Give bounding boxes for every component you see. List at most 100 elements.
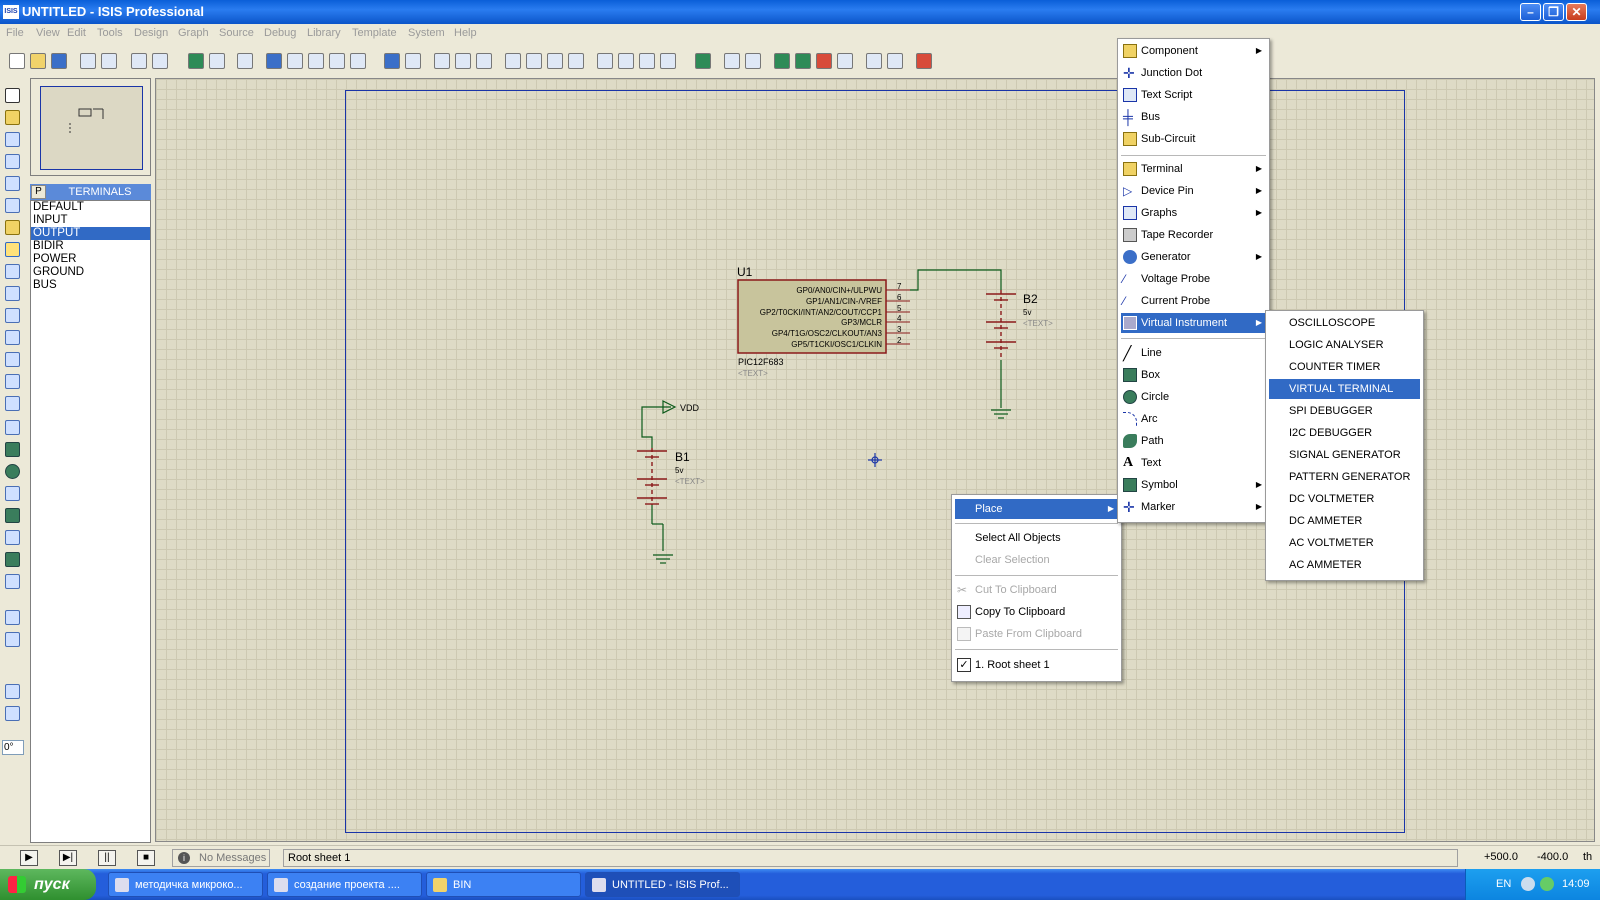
context-item-cut[interactable]: ✂ Cut To Clipboard — [955, 580, 1118, 600]
zoom-in-icon[interactable] — [287, 53, 303, 69]
overview-window[interactable] — [30, 78, 151, 176]
context-item-select-all[interactable]: Select All Objects — [955, 528, 1118, 548]
instrument-item-selected[interactable]: VIRTUAL TERMINAL — [1269, 379, 1420, 399]
language-indicator[interactable]: EN — [1496, 878, 1512, 890]
place-item-component[interactable]: Component▶ — [1121, 41, 1266, 61]
instrument-item[interactable]: PATTERN GENERATOR — [1269, 467, 1420, 487]
menu-help[interactable]: Help — [454, 27, 477, 39]
electrical-rules-icon[interactable] — [887, 53, 903, 69]
list-item[interactable]: POWER — [33, 253, 77, 265]
box-mode-icon[interactable] — [5, 442, 20, 457]
place-item-virtual-instrument[interactable]: Virtual Instrument▶ — [1121, 313, 1266, 333]
zoom-out-icon[interactable] — [308, 53, 324, 69]
packaging-icon[interactable] — [639, 53, 655, 69]
start-button[interactable]: пуск — [0, 869, 96, 900]
list-item[interactable]: INPUT — [33, 214, 68, 226]
taskbar-item[interactable]: создание проекта .... — [267, 872, 422, 897]
redraw-icon[interactable] — [188, 53, 204, 69]
menu-system[interactable]: System — [408, 27, 445, 39]
play-button[interactable]: ▶ — [20, 850, 38, 866]
export-icon[interactable] — [101, 53, 117, 69]
virtual-instrument-mode-icon[interactable] — [5, 396, 20, 411]
place-item-bus[interactable]: ╪Bus — [1121, 107, 1266, 127]
junction-dot-mode-icon[interactable] — [5, 132, 20, 147]
component-mode-icon[interactable] — [5, 110, 20, 125]
minimize-button[interactable]: – — [1520, 3, 1541, 21]
current-probe-mode-icon[interactable] — [5, 374, 20, 389]
list-item[interactable]: GROUND — [33, 266, 85, 278]
path-mode-icon[interactable] — [5, 508, 20, 523]
arc-mode-icon[interactable] — [5, 486, 20, 501]
copy-icon[interactable] — [455, 53, 471, 69]
menu-tools[interactable]: Tools — [97, 27, 123, 39]
context-item-place[interactable]: Place ▶ — [955, 499, 1118, 519]
remove-sheet-icon[interactable] — [816, 53, 832, 69]
context-item-paste[interactable]: Paste From Clipboard — [955, 624, 1118, 644]
pick-device-icon[interactable] — [597, 53, 613, 69]
text-script-mode-icon[interactable] — [5, 176, 20, 191]
voltage-probe-mode-icon[interactable] — [5, 352, 20, 367]
instrument-item[interactable]: SIGNAL GENERATOR — [1269, 445, 1420, 465]
new-sheet-icon[interactable] — [774, 53, 790, 69]
menu-edit[interactable]: Edit — [67, 27, 86, 39]
terminal-mode-icon[interactable] — [5, 242, 20, 257]
list-item[interactable]: BIDIR — [33, 240, 64, 252]
place-item-voltage-probe[interactable]: ⁄Voltage Probe — [1121, 269, 1266, 289]
menu-template[interactable]: Template — [352, 27, 397, 39]
import-icon[interactable] — [80, 53, 96, 69]
decompose-icon[interactable] — [660, 53, 676, 69]
list-item[interactable]: DEFAULT — [33, 201, 84, 213]
cut-icon[interactable] — [434, 53, 450, 69]
stop-button[interactable]: ■ — [137, 850, 155, 866]
instrument-item[interactable]: COUNTER TIMER — [1269, 357, 1420, 377]
block-copy-icon[interactable] — [505, 53, 521, 69]
taskbar-item[interactable]: методичка микроко... — [108, 872, 263, 897]
add-sheet-icon[interactable] — [795, 53, 811, 69]
redo-icon[interactable] — [405, 53, 421, 69]
origin-icon[interactable] — [237, 53, 253, 69]
device-pin-mode-icon[interactable] — [5, 264, 20, 279]
exit-to-parent-icon[interactable] — [837, 53, 853, 69]
place-item-arc[interactable]: Arc — [1121, 409, 1266, 429]
step-button[interactable]: ▶| — [59, 850, 77, 866]
menu-design[interactable]: Design — [134, 27, 169, 39]
context-item-clear-selection[interactable]: Clear Selection — [955, 550, 1118, 570]
battery-b1[interactable]: B1 5v <TEXT> — [637, 448, 705, 505]
block-move-icon[interactable] — [526, 53, 542, 69]
place-item-junction-dot[interactable]: ✛Junction Dot — [1121, 63, 1266, 83]
menu-source[interactable]: Source — [219, 27, 254, 39]
property-tool-icon[interactable] — [745, 53, 761, 69]
text-mode-icon[interactable] — [5, 530, 20, 545]
marker-mode-icon[interactable] — [5, 574, 20, 589]
instrument-item[interactable]: AC VOLTMETER — [1269, 533, 1420, 553]
instrument-item[interactable]: LOGIC ANALYSER — [1269, 335, 1420, 355]
print-icon[interactable] — [131, 53, 147, 69]
sub-circuit-mode-icon[interactable] — [5, 220, 20, 235]
wire-label-mode-icon[interactable] — [5, 154, 20, 169]
instrument-item[interactable]: OSCILLOSCOPE — [1269, 313, 1420, 333]
context-item-copy[interactable]: Copy To Clipboard — [955, 602, 1118, 622]
pick-button[interactable]: P — [31, 185, 46, 199]
network-icon[interactable] — [1521, 877, 1535, 891]
netlist-to-ares-icon[interactable] — [916, 53, 932, 69]
line-mode-icon[interactable] — [5, 420, 20, 435]
pause-button[interactable]: || — [98, 850, 116, 866]
taskbar-item-active[interactable]: UNTITLED - ISIS Prof... — [585, 872, 740, 897]
make-device-icon[interactable] — [618, 53, 634, 69]
pic-u1[interactable]: U1 GP0/AN0/CIN+/ULPWU GP1/AN1/CIN-/VREF … — [737, 265, 910, 378]
place-item-current-probe[interactable]: ⁄Current Probe — [1121, 291, 1266, 311]
ground-symbol-b1[interactable] — [653, 554, 673, 564]
ground-symbol-b2[interactable] — [991, 409, 1011, 419]
close-button[interactable]: ✕ — [1566, 3, 1587, 21]
new-file-icon[interactable] — [9, 53, 25, 69]
menu-file[interactable]: File — [6, 27, 24, 39]
clock[interactable]: 14:09 — [1562, 878, 1590, 890]
instrument-item[interactable]: I2C DEBUGGER — [1269, 423, 1420, 443]
graph-mode-icon[interactable] — [5, 286, 20, 301]
menu-view[interactable]: View — [36, 27, 60, 39]
place-item-box[interactable]: Box — [1121, 365, 1266, 385]
search-icon[interactable] — [724, 53, 740, 69]
undo-icon[interactable] — [384, 53, 400, 69]
